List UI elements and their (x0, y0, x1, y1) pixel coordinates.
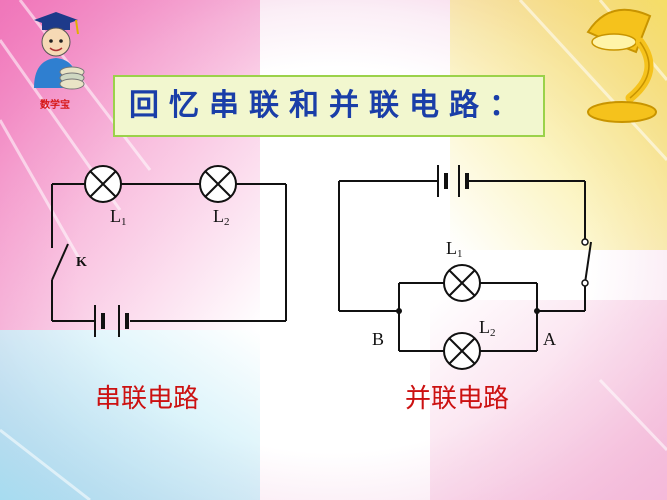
node-dot-b (396, 308, 402, 314)
title-box (113, 75, 545, 137)
parallel-switch (584, 241, 592, 284)
series-lamp-2-label: L2 (213, 206, 230, 228)
logo-text: 数学宝 (40, 100, 70, 111)
parallel-lamp-2 (443, 332, 481, 370)
series-lamp-1-label: L1 (110, 206, 127, 228)
parallel-lamp-1-label: L1 (446, 238, 463, 260)
series-circuit-caption: 串联电路 (95, 384, 200, 414)
parallel-battery (437, 165, 469, 197)
series-lamp-2 (199, 165, 237, 203)
parallel-lamp-2-label: L2 (479, 317, 496, 339)
switch-label: K (76, 255, 87, 270)
junction-dot (581, 279, 589, 287)
series-lamp-1 (84, 165, 122, 203)
parallel-circuit-caption: 并联电路 (405, 384, 510, 414)
node-dot-a (534, 308, 540, 314)
node-a-label: A (543, 329, 556, 349)
junction-dot (581, 238, 589, 246)
series-battery (94, 305, 129, 337)
parallel-circuit-wires (338, 180, 586, 352)
parallel-lamp-1 (443, 264, 481, 302)
series-switch (51, 243, 69, 281)
graduate-book-icon (34, 12, 85, 90)
series-circuit-wires (51, 183, 287, 322)
page-title: 回忆串联和并联电路： (129, 88, 529, 123)
node-b-label: B (372, 329, 384, 349)
logo: 数学宝 (20, 8, 90, 111)
desk-lamp-icon (586, 8, 657, 123)
